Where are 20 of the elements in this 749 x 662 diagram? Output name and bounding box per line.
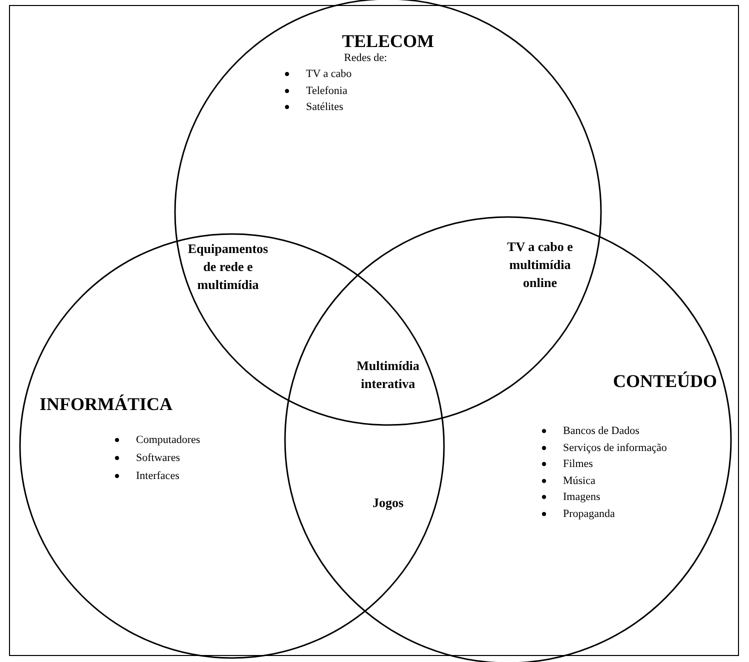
bullet-item: Música [541, 474, 596, 487]
bullet-item: Interfaces [114, 470, 180, 482]
bullet-item: Bancos de Dados [541, 425, 640, 438]
overlap-label: TV a cabo e multimídia online [506, 238, 574, 292]
bullet-item: Propaganda [541, 508, 615, 520]
bullet-item: Filmes [541, 458, 593, 470]
bullet-item: Serviços de informação [541, 442, 667, 454]
list-intro: Redes de: [344, 52, 388, 64]
category-title: INFORMÁTICA [40, 395, 172, 415]
overlap-label: Jogos [371, 494, 405, 512]
overlap-label: Equipamentos de rede e multimídia [186, 240, 270, 294]
bullet-item: Computadores [114, 434, 200, 446]
bullet-item: TV a cabo [284, 68, 352, 80]
category-title: CONTEÚDO [613, 372, 717, 392]
category-title: TELECOM [342, 32, 434, 52]
bullet-item: Softwares [114, 452, 180, 464]
bullet-item: Telefonia [284, 84, 348, 97]
overlap-label: Multimídia interativa [356, 357, 420, 394]
bullet-item: Satélites [284, 101, 344, 114]
bullet-item: Imagens [541, 491, 600, 504]
